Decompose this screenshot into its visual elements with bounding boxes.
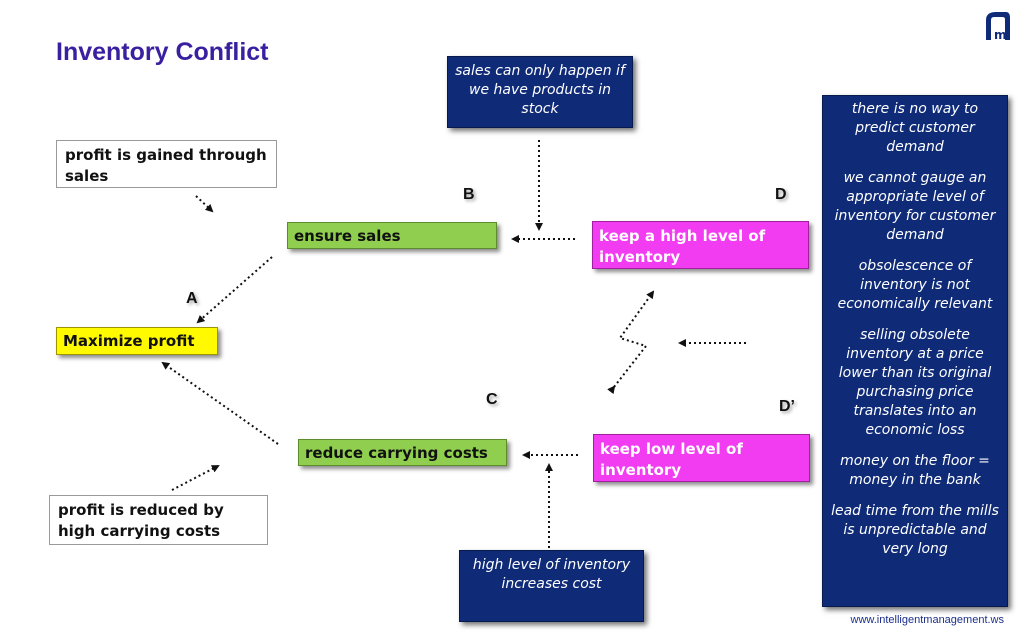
arrow-c-to-a bbox=[161, 361, 279, 445]
footer-url: www.intelligentmanagement.ws bbox=[850, 614, 1004, 626]
conflict-arrow bbox=[607, 290, 655, 395]
label-a: A bbox=[186, 290, 198, 307]
assumption-item: obsolescence of inventory is not economi… bbox=[837, 258, 993, 312]
assumption-item: selling obsolete inventory at a price lo… bbox=[838, 327, 992, 438]
assumption-inventory-cost: high level of inventory increases cost bbox=[459, 550, 644, 622]
label-b: B bbox=[463, 186, 475, 203]
note-profit-reduced: profit is reduced by high carrying costs bbox=[49, 495, 268, 545]
box-a-maximize-profit: Maximize profit bbox=[56, 327, 218, 355]
note-profit-gained: profit is gained through sales bbox=[56, 140, 277, 188]
arrow-b-to-a bbox=[196, 256, 273, 324]
svg-text:m: m bbox=[994, 28, 1007, 42]
label-d-prime: D’ bbox=[779, 398, 795, 415]
box-d-high-inventory: keep a high level of inventory bbox=[592, 221, 809, 269]
box-b-ensure-sales: ensure sales bbox=[287, 222, 497, 249]
box-d-prime-low-inventory: keep low level of inventory bbox=[593, 434, 810, 482]
assumption-item: there is no way to predict customer dema… bbox=[851, 101, 979, 155]
arrow-note-gained bbox=[195, 195, 214, 213]
arrow-note-reduced bbox=[171, 465, 220, 491]
assumptions-panel: there is no way to predict customer dema… bbox=[822, 95, 1008, 607]
assumption-item: we cannot gauge an appropriate level of … bbox=[834, 170, 996, 243]
assumption-item: money on the floor = money in the bank bbox=[840, 453, 990, 488]
assumption-item: lead time from the mills is unpredictabl… bbox=[831, 503, 999, 557]
box-c-reduce-carrying-costs: reduce carrying costs bbox=[298, 439, 507, 466]
label-c: C bbox=[486, 391, 498, 408]
page-title: Inventory Conflict bbox=[56, 38, 269, 66]
label-d: D bbox=[775, 186, 787, 203]
intelligent-management-logo: m bbox=[986, 12, 1010, 42]
assumption-sales-in-stock: sales can only happen if we have product… bbox=[447, 56, 633, 128]
